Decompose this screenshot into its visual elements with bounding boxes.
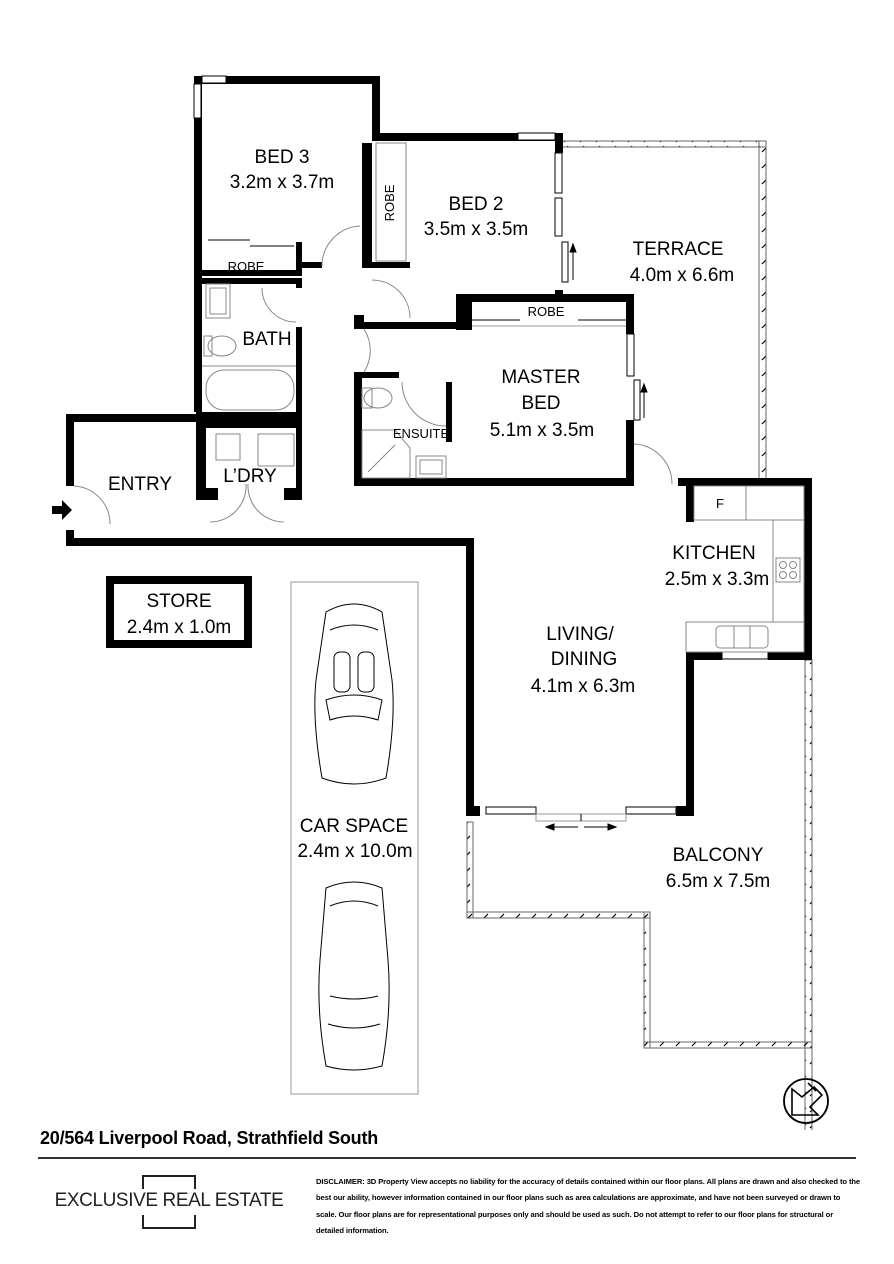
master-name-2: BED xyxy=(521,393,560,414)
agency-logo: EXCLUSIVE REAL ESTATE xyxy=(38,1175,300,1231)
car-icon xyxy=(314,603,394,1071)
walls xyxy=(66,76,812,816)
living-size: 4.1m x 6.3m xyxy=(531,676,636,697)
floor-plan: BED 3 3.2m x 3.7m ROBE ROBE BED 2 3.5m x… xyxy=(52,75,829,1130)
car-space-size: 2.4m x 10.0m xyxy=(297,841,412,862)
ensuite-label: ENSUITE xyxy=(393,426,450,441)
living-name-1: LIVING/ xyxy=(546,624,614,645)
laundry-label: L’DRY xyxy=(223,466,277,487)
logo-text: EXCLUSIVE REAL ESTATE xyxy=(54,1190,284,1211)
sliding-doors xyxy=(535,241,648,831)
property-address: 20/564 Liverpool Road, Strathfield South xyxy=(40,1128,379,1148)
fixtures xyxy=(202,283,805,653)
bath-label: BATH xyxy=(242,329,291,350)
store-size: 2.4m x 1.0m xyxy=(127,617,232,638)
car-space-name: CAR SPACE xyxy=(300,816,408,837)
master-size: 5.1m x 3.5m xyxy=(490,420,595,441)
kitchen-name: KITCHEN xyxy=(672,543,755,564)
fridge-label: F xyxy=(716,496,724,511)
master-name-1: MASTER xyxy=(501,367,580,388)
entry-label: ENTRY xyxy=(108,474,172,495)
living-name-2: DINING xyxy=(551,649,618,670)
kitchen-size: 2.5m x 3.3m xyxy=(665,569,770,590)
robe-doors xyxy=(208,142,626,327)
bed2-size: 3.5m x 3.5m xyxy=(424,219,529,240)
terrace-name: TERRACE xyxy=(633,239,724,260)
swing-doors xyxy=(73,225,673,525)
logo-frame-top xyxy=(142,1175,196,1189)
balcony-balustrade xyxy=(466,659,813,1130)
balcony-name: BALCONY xyxy=(673,845,764,866)
entry-arrow-icon xyxy=(52,500,72,520)
windows xyxy=(193,75,769,815)
footer-divider xyxy=(38,1157,856,1159)
bed3-name: BED 3 xyxy=(255,147,310,168)
bed3-robe-label: ROBE xyxy=(228,259,265,274)
balcony-size: 6.5m x 7.5m xyxy=(666,871,771,892)
logo-frame-bottom xyxy=(142,1215,196,1229)
disclaimer-text: DISCLAIMER: 3D Property View accepts no … xyxy=(316,1177,861,1235)
car-space xyxy=(290,581,419,1095)
bed2-name: BED 2 xyxy=(449,194,504,215)
north-arrow-icon xyxy=(783,1078,829,1124)
store-name: STORE xyxy=(146,591,211,612)
terrace-size: 4.0m x 6.6m xyxy=(630,265,735,286)
master-robe-label: ROBE xyxy=(528,304,565,319)
bed3-size: 3.2m x 3.7m xyxy=(230,172,335,193)
bed2-robe-label: ROBE xyxy=(382,184,397,221)
